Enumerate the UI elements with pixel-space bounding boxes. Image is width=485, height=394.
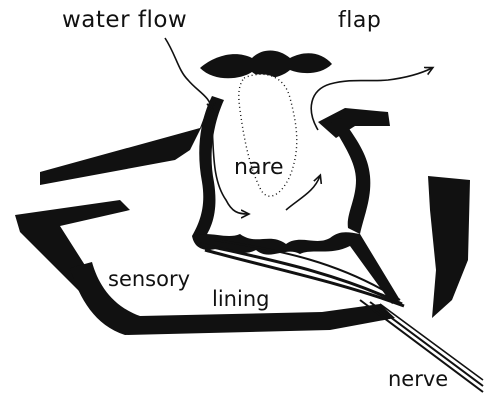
- nare-wall: [192, 96, 224, 244]
- water-flow-label: water flow: [62, 9, 187, 32]
- right-upper-wall: [318, 108, 390, 138]
- lining-label: lining: [212, 289, 269, 310]
- outer-rim-left: [40, 96, 212, 185]
- sensory-label: sensory: [108, 269, 190, 290]
- flap-label: flap: [338, 10, 381, 32]
- nare-label: nare: [234, 157, 284, 179]
- nerve-label: nerve: [388, 369, 448, 390]
- flap: [200, 51, 332, 79]
- water-flow-arrow-up: [286, 176, 320, 210]
- outer-wall-right: [428, 176, 470, 318]
- water-flow-arrow-in: [165, 38, 212, 110]
